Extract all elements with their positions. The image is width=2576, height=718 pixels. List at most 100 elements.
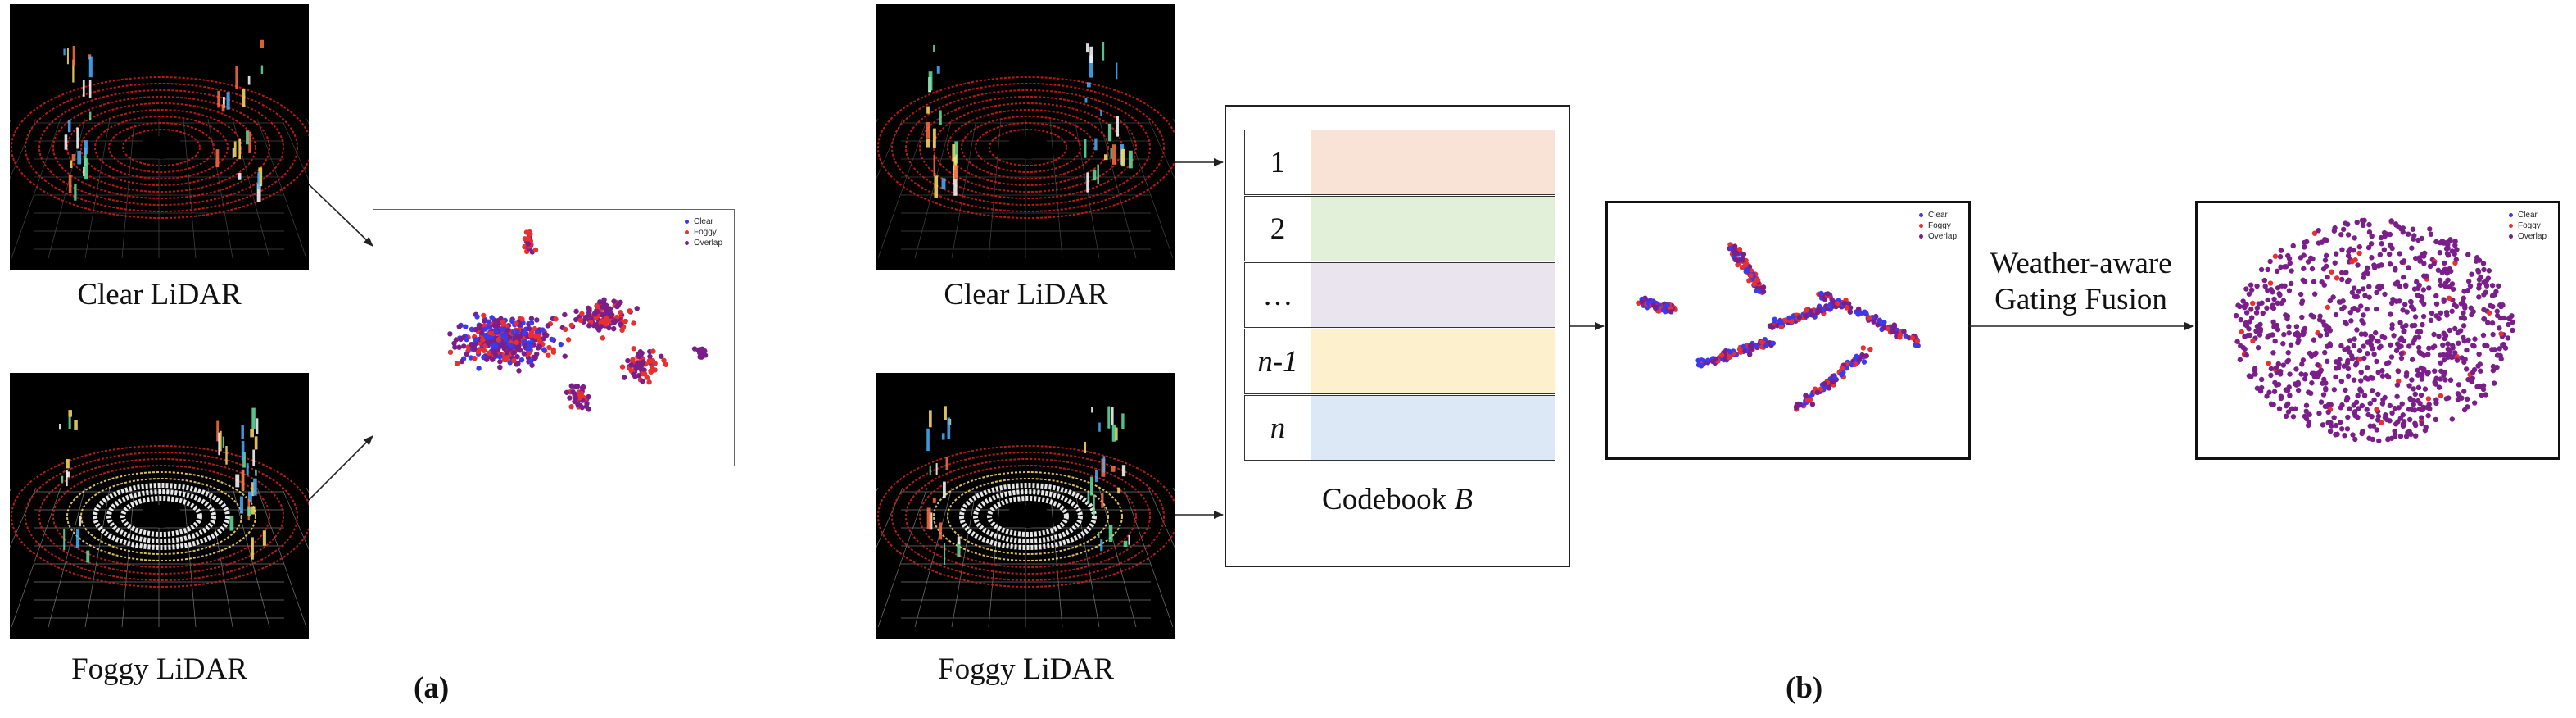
scatter-point [2358,389,2365,394]
scatter-point [2494,308,2500,314]
scatter-point [2339,247,2345,252]
scatter-point [1838,371,1845,378]
scatter-point [2415,344,2422,351]
clear-lidar-image-b [876,4,1175,270]
scatter-point [2301,252,2307,258]
scatter-point [2389,322,2395,328]
scatter-point [2358,369,2364,375]
scatter-point [2272,338,2278,344]
scatter-point [661,357,667,363]
scatter-point [2388,218,2394,224]
scatter-point [659,353,664,359]
fusion-label: Weather-aware Gating Fusion [1972,246,2189,318]
scatter-point [553,316,559,322]
scatter-point [2433,239,2439,245]
scatter-point [2452,350,2458,356]
scatter-point [502,337,509,343]
scatter-point [451,340,457,347]
scatter-point [2420,321,2425,328]
scatter-point [2387,231,2393,238]
scatter-point [1770,340,1777,346]
scatter-point [1829,297,1835,302]
scatter-point [2248,307,2254,312]
scatter-point [1867,346,1873,352]
scatter-point [2461,359,2467,366]
scatter-point [1827,303,1833,309]
scatter-point [2288,342,2294,348]
scatter-point [459,358,465,365]
scatter-point [2333,432,2338,438]
scatter-point [2406,407,2412,412]
scatter-point [2375,263,2382,269]
scatter-point [1769,325,1776,330]
scatter-point [461,343,467,349]
scatter-point [1863,352,1869,359]
scatter-point [505,327,511,333]
scatter-point [541,347,547,352]
scatter-point [2440,342,2446,348]
scatter-point [2311,291,2318,297]
scatter-point [527,343,534,350]
scatter-point [2439,238,2446,244]
scatter-point [2352,336,2357,342]
scatter-point [2311,337,2317,343]
scatter-point [2284,401,2291,407]
scatter-point [2415,334,2422,340]
scatter-point [2441,330,2447,336]
scatter-point [2371,397,2377,403]
scatter-point [489,315,495,320]
scatter-point [2358,303,2364,309]
scatter-point [2238,316,2244,323]
scatter-point [2298,371,2304,377]
scatter-point [2454,247,2460,252]
scatter-point [2413,433,2419,439]
scatter-point [2410,340,2416,346]
scatter-point [2268,372,2274,379]
scatter-point [2266,389,2272,395]
scatter-point [2441,298,2447,304]
scatter-point [2388,354,2395,360]
scatter-point [2406,343,2412,349]
scatter-point [1722,356,1727,361]
scatter-point [634,361,641,367]
scatter-point [1875,322,1881,328]
scatter-point [1857,357,1863,362]
scatter-point [2366,221,2372,228]
codebook-index: n [1245,396,1311,460]
scatter-point [2494,312,2501,319]
scatter-point [2284,388,2291,393]
scatter-point [2420,251,2426,257]
scatter-point [1890,329,1895,334]
scatter-point [486,319,491,325]
scatter-point [2465,288,2471,293]
legend-entry-overlap: Overlap [1918,231,1957,242]
scatter-point [585,305,591,311]
codebook: 1 2 … n-1 n Codebook B [1225,105,1570,567]
scatter-point [447,349,454,355]
scatter-point [2308,312,2314,318]
scatter-point [1914,338,1921,344]
scatter-point [2392,428,2397,434]
scatter-point [485,340,491,346]
scatter-point [2402,328,2407,334]
scatter-point [2406,231,2411,237]
scatter-point [636,353,642,360]
scatter-point [2453,257,2459,262]
scatter-point [2316,240,2322,246]
scatter-point [1862,309,1867,315]
scatter-point [2397,298,2402,304]
scatter-point [2279,283,2285,289]
scatter-point [1760,289,1767,295]
scatter-point [2394,382,2401,388]
scatter-point [2293,324,2300,329]
scatter-point [2369,255,2375,261]
scatter-point [2293,406,2298,411]
scatter-point [2338,378,2345,384]
scatter-point [474,314,480,320]
scatter-point [2469,379,2474,385]
scatter-point [2361,355,2367,361]
scatter-point [514,334,519,339]
codebook-row-n-minus-1: n-1 [1244,329,1555,394]
scatter-point [2307,411,2312,417]
scatter-point [2354,220,2360,225]
